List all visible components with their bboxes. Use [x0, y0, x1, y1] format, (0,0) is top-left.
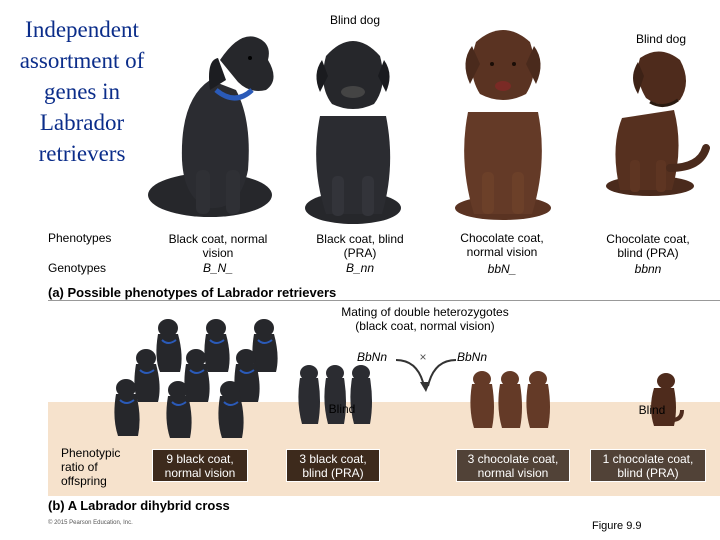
phenotypic-ratio-label: Phenotypic ratio of offspring: [61, 446, 121, 488]
dog-chocolate-normal-image: [455, 30, 551, 220]
cross-symbol: ×: [419, 350, 427, 364]
parent-genotype-2: BbNn: [456, 350, 488, 364]
offspring-black-blind-group-image: [298, 365, 372, 424]
ratio-box-black-normal: 9 black coat, normal vision: [152, 449, 248, 482]
copyright-text: © 2015 Pearson Education, Inc.: [48, 520, 133, 526]
mating-description: Mating of double heterozygotes (black co…: [341, 305, 509, 333]
genotype-label-3: bbN_: [487, 262, 517, 276]
genotype-label-4: bbnn: [634, 262, 662, 276]
dog-chocolate-blind-image: [606, 51, 710, 196]
ratio-box-black-blind: 3 black coat, blind (PRA): [286, 449, 380, 482]
phenotype-label-1: Black coat, normal vision: [168, 232, 268, 260]
blind-tag-offspring-2: Blind: [638, 403, 666, 417]
part-b-caption: (b) A Labrador dihybrid cross: [48, 498, 230, 513]
phenotype-label-4: Chocolate coat, blind (PRA): [606, 232, 690, 260]
genotypes-row-label: Genotypes: [48, 261, 107, 275]
figure-title: Independent assortment of genes in Labra…: [19, 17, 145, 166]
blind-dog-tag-1: Blind dog: [329, 13, 381, 27]
blind-tag-offspring-1: Blind: [328, 402, 356, 416]
ratio-box-chocolate-normal: 3 chocolate coat, normal vision: [456, 449, 570, 482]
genotype-label-1: B_N_: [202, 261, 234, 275]
offspring-chocolate-blind-image: [651, 373, 684, 426]
phenotypes-row-label: Phenotypes: [48, 231, 112, 245]
phenotype-label-3: Chocolate coat, normal vision: [460, 231, 544, 259]
cross-arrows-icon: [395, 359, 457, 392]
genotype-label-2: B_nn: [345, 261, 375, 275]
phenotype-label-2: Black coat, blind (PRA): [316, 232, 404, 260]
parent-genotype-1: BbNn: [356, 350, 388, 364]
offspring-black-normal-group-image: [114, 319, 278, 438]
dog-black-normal-image: [148, 36, 274, 217]
offspring-chocolate-normal-group-image: [470, 371, 550, 428]
ratio-box-chocolate-blind: 1 chocolate coat, blind (PRA): [590, 449, 706, 482]
divider-line: [48, 300, 720, 301]
blind-dog-tag-2: Blind dog: [635, 32, 687, 46]
figure-number: Figure 9.9: [592, 520, 642, 532]
part-a-caption: (a) Possible phenotypes of Labrador retr…: [48, 285, 337, 300]
dog-black-blind-image: [305, 41, 401, 224]
